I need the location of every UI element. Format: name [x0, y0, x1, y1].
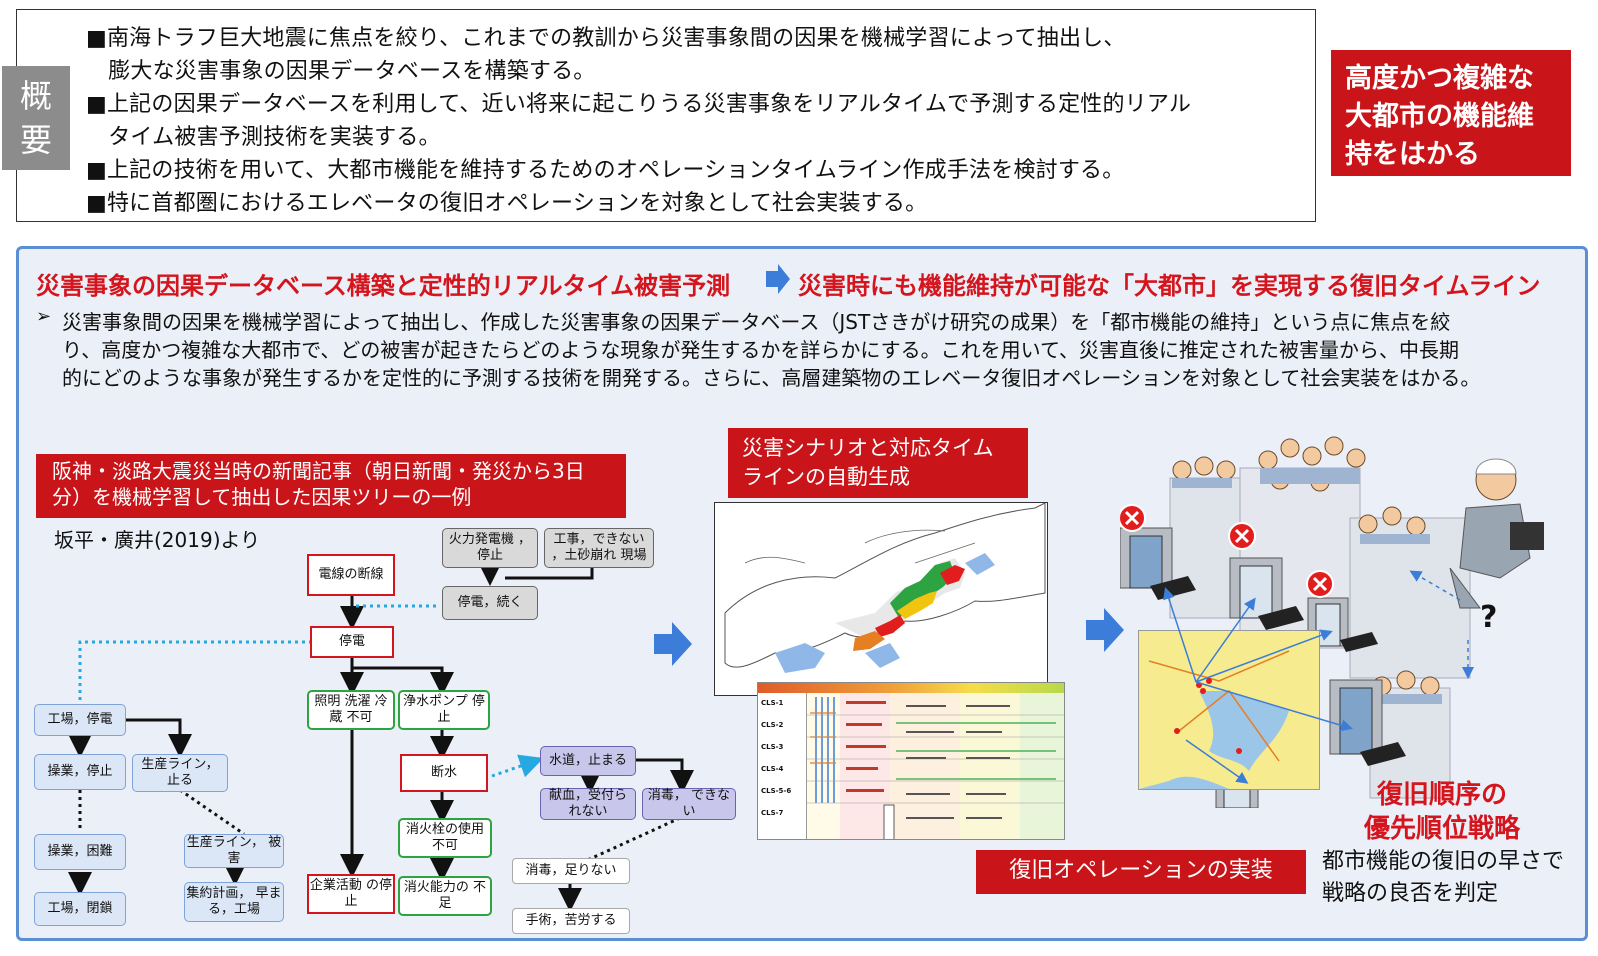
- summary-label: 概 要: [2, 66, 70, 170]
- timeline-row-1: CLS-1: [761, 699, 784, 707]
- node-sogyo-teishi: 操業，停止: [34, 754, 126, 790]
- summary-line-5: ■上記の技術を用いて、大都市機能を維持するためのオペレーションタイムライン作成手…: [86, 158, 1125, 183]
- summary-line-4: タイム被害予測技術を実装する。: [86, 125, 441, 150]
- question-mark: ?: [1480, 600, 1498, 635]
- summary-line-6: ■特に首都圏におけるエレベータの復旧オペレーションを対象として社会実装する。: [86, 191, 928, 216]
- judge-line-2: 戦略の良否を判定: [1322, 881, 1499, 906]
- summary-line-1: ■南海トラフ巨大地震に焦点を絞り、これまでの教訓から災害事象間の因果を機械学習に…: [86, 26, 1126, 51]
- goal-box: 高度かつ複雑な 大都市の機能維 持をはかる: [1331, 50, 1571, 176]
- node-shodoku-tarinai: 消毒，足りない: [512, 858, 630, 884]
- timeline-row-3: CLS-3: [761, 743, 784, 751]
- goal-line-1: 高度かつ複雑な: [1345, 63, 1534, 94]
- desc-line-3: 的にどのような事象が発生するかを定性的に予測する技術を開発する。さらに、高層建築…: [62, 366, 1481, 390]
- timeline-row-5: CLS-5-6: [761, 787, 792, 795]
- scenario-label-line-2: ラインの自動生成: [742, 465, 910, 489]
- panel-title-left: 災害事象の因果データベース構築と定性的リアルタイム被害予測: [36, 272, 731, 300]
- flow-arrow-1-icon: [654, 622, 692, 666]
- node-shoka: 消火能力の 不足: [398, 876, 492, 916]
- node-sogyo-konnan: 操業，困難: [34, 834, 126, 870]
- node-karyoku: 火力発電機 ，停止: [442, 528, 538, 568]
- timeline-row-4: CLS-4: [761, 765, 784, 773]
- desc-line-2: り、高度かつ複雑な大都市で、どの被害が起きたらどのような現象が発生するかを詳らか…: [62, 338, 1459, 362]
- tree-caption: 阪神・淡路大震災当時の新聞記事（朝日新聞・発災から3日 分）を機械学習して抽出し…: [36, 454, 626, 518]
- node-koji: 工事，できない ，土砂崩れ 現場: [544, 528, 654, 568]
- tree-caption-line-1: 阪神・淡路大震災当時の新聞記事（朝日新聞・発災から3日: [52, 459, 585, 483]
- kanto-map-graphic: [1139, 650, 1290, 789]
- strategy-line-2: 優先順位戦略: [1364, 814, 1521, 844]
- summary-label-char-2: 要: [19, 121, 52, 159]
- summary-label-char-1: 概: [19, 77, 52, 115]
- node-kenketsu: 献血，受付ら れない: [540, 788, 636, 820]
- goal-line-3: 持をはかる: [1345, 139, 1480, 170]
- node-shodoku-dekinai: 消毒， できない: [642, 788, 736, 820]
- summary-box: [16, 9, 1316, 222]
- scenario-label: 災害シナリオと対応タイム ラインの自動生成: [728, 428, 1028, 498]
- timeline-row-2: CLS-2: [761, 721, 784, 729]
- node-densen: 電線の断線: [307, 554, 395, 596]
- tree-caption-line-2: 分）を機械学習して抽出した因果ツリーの一例: [52, 485, 472, 509]
- node-teiden: 停電: [310, 626, 394, 658]
- panel-title-right: 災害時にも機能維持が可能な「大都市」を実現する復旧タイムライン: [798, 272, 1541, 300]
- node-seisan-higai: 生産ライン， 被害: [184, 834, 284, 868]
- node-shujutsu: 手術，苦労する: [512, 908, 630, 934]
- node-kojo-teiden: 工場，停電: [34, 704, 126, 736]
- hazard-map-graphic: [724, 502, 1046, 673]
- tree-source: 坂平・廣井(2019)より: [54, 528, 261, 552]
- node-teiden-tsuzuku: 停電，続く: [442, 586, 538, 620]
- timeline-table-graphic: [806, 693, 1064, 839]
- scenario-label-line-1: 災害シナリオと対応タイム: [742, 436, 994, 460]
- judge-line-1: 都市機能の復旧の早さで: [1322, 849, 1565, 874]
- timeline-row-6: CLS-7: [761, 809, 784, 817]
- operation-label: 復旧オペレーションの実装: [976, 850, 1306, 894]
- node-dansui: 断水: [400, 754, 488, 792]
- hazard-map: [714, 502, 1048, 696]
- flow-arrow-2-icon: [1086, 608, 1124, 652]
- desc-line-1: 災害事象間の因果を機械学習によって抽出し、作成した災害事象の因果データベース（J…: [62, 310, 1451, 334]
- node-suido: 水道，止まる: [540, 746, 636, 776]
- node-shuyaku: 集約計画， 早まる，工場: [184, 882, 284, 922]
- node-seisan-tomaru: 生産ライン， 止る: [132, 754, 228, 792]
- judge-text: 都市機能の復旧の早さで 戦略の良否を判定: [1322, 846, 1564, 910]
- node-shomei: 照明 洗濯 冷蔵 不可: [307, 690, 395, 730]
- node-kojo-heisa: 工場，閉鎖: [34, 892, 126, 926]
- timeline-phase-bar: [758, 683, 1064, 693]
- goal-line-2: 大都市の機能維: [1345, 101, 1534, 132]
- node-kigyo: 企業活動 の停止: [307, 874, 395, 914]
- summary-line-3: ■上記の因果データベースを利用して、近い将来に起こりうる災害事象をリアルタイムで…: [86, 92, 1192, 117]
- strategy-label: 復旧順序の 優先順位戦略: [1364, 778, 1520, 846]
- summary-line-2: 膨大な災害事象の因果データベースを構築する。: [86, 59, 596, 84]
- title-arrow-icon: [766, 264, 790, 294]
- node-shokasen: 消火栓の使用 不可: [398, 818, 492, 858]
- timeline-row-header: CLS-1 CLS-2 CLS-3 CLS-4 CLS-5-6 CLS-7: [758, 693, 807, 839]
- desc-bullet: ➢: [36, 306, 52, 327]
- strategy-line-1: 復旧順序の: [1377, 780, 1508, 810]
- node-josui: 浄水ポンプ 停止: [398, 690, 490, 730]
- timeline-table: CLS-1 CLS-2 CLS-3 CLS-4 CLS-5-6 CLS-7: [757, 682, 1065, 840]
